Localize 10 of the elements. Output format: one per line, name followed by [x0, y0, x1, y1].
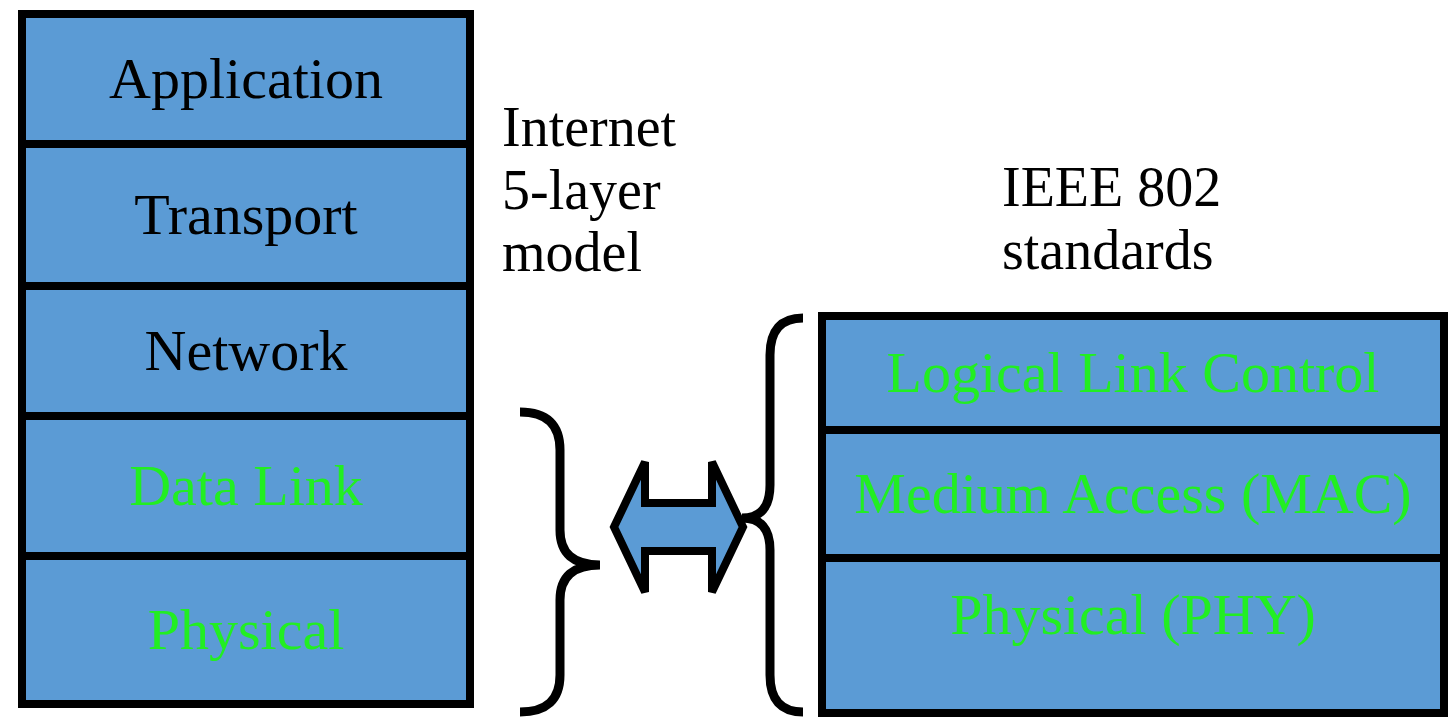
layer-name: Physical	[147, 599, 345, 661]
stack-caption: Internet 5-layer model	[502, 96, 678, 285]
layer-name: Application	[109, 48, 383, 110]
layer-name: Transport	[134, 184, 358, 246]
layer-name: Medium Access (MAC)	[854, 463, 1412, 525]
layer-name: Network	[144, 320, 348, 382]
layer-name: Data Link	[129, 455, 363, 517]
layer-name: Physical (PHY)	[950, 585, 1316, 646]
layer-name: Logical Link Control	[886, 342, 1380, 404]
stack-caption: IEEE 802 standards	[1002, 156, 1223, 282]
